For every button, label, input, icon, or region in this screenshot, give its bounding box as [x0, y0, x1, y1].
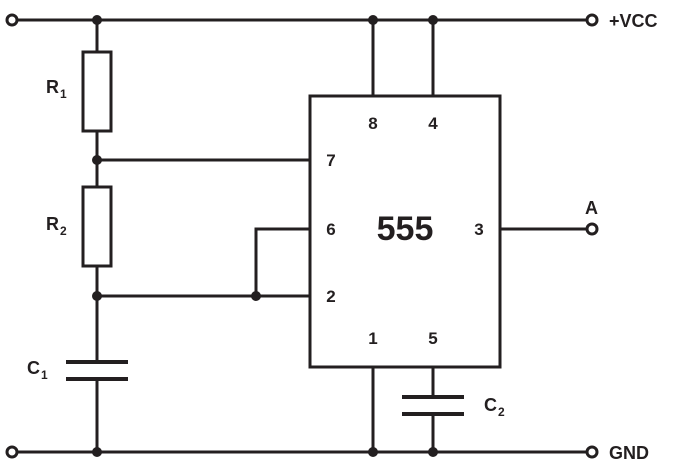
- r1-letter: R: [46, 77, 59, 97]
- resistor-r1: [81, 50, 113, 133]
- junction-dot: [92, 15, 102, 25]
- junction-dot: [92, 155, 102, 165]
- junction-dot: [251, 291, 261, 301]
- pin-3-label: 3: [474, 220, 483, 239]
- c1-letter: C: [27, 358, 40, 378]
- junction-dot: [428, 447, 438, 457]
- junction-dot: [92, 291, 102, 301]
- terminal-gnd: [585, 445, 599, 459]
- output-label: A: [585, 198, 598, 218]
- pin-5-label: 5: [428, 329, 437, 348]
- pin-2-label: 2: [326, 287, 335, 306]
- c1-subscript: 1: [41, 368, 48, 382]
- c2-subscript: 2: [498, 405, 505, 419]
- c2-letter: C: [484, 395, 497, 415]
- junction-dot: [368, 447, 378, 457]
- ic-name: 555: [377, 210, 434, 248]
- pin-4-label: 4: [428, 114, 438, 133]
- pin-6-label: 6: [326, 220, 335, 239]
- terminal-vcc: [585, 13, 599, 27]
- pin-1-label: 1: [368, 329, 377, 348]
- terminal-output: [585, 222, 599, 236]
- r2-label: R 2: [46, 214, 67, 238]
- junction-dot: [428, 15, 438, 25]
- r1-label: R 1: [46, 77, 67, 101]
- junction-dot: [92, 447, 102, 457]
- pin-8-label: 8: [368, 114, 377, 133]
- junction-dot: [368, 15, 378, 25]
- wire-pin6: [254, 227, 312, 298]
- terminal-vcc-left: [5, 13, 19, 27]
- resistor-r2: [81, 185, 113, 268]
- pin-7-label: 7: [326, 151, 335, 170]
- terminal-gnd-left: [5, 445, 19, 459]
- vcc-label: +VCC: [609, 11, 658, 31]
- c2-label: C 2: [484, 395, 505, 419]
- r1-subscript: 1: [60, 87, 67, 101]
- ic-555-body: [308, 94, 502, 369]
- c1-label: C 1: [27, 358, 48, 382]
- r2-letter: R: [46, 214, 59, 234]
- r2-subscript: 2: [60, 224, 67, 238]
- gnd-label: GND: [609, 443, 649, 463]
